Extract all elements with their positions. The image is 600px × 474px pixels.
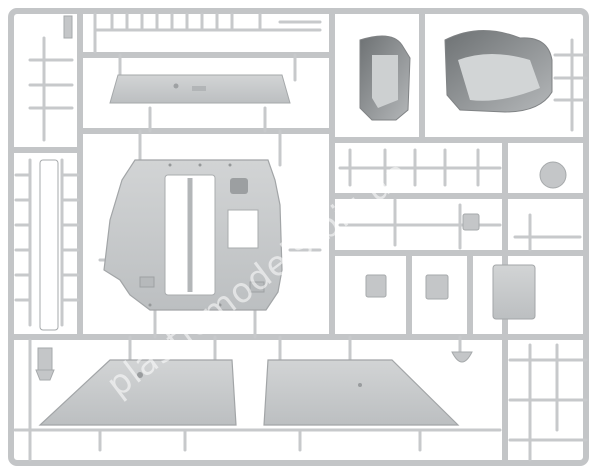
lower-right-plate-part (263, 359, 460, 426)
hull-floor-part (103, 159, 283, 311)
small-parts (35, 15, 567, 381)
shell-parts (359, 29, 553, 121)
sprue-frame (8, 8, 589, 466)
lower-left-plate-part (38, 359, 237, 426)
panel-part (492, 264, 536, 320)
